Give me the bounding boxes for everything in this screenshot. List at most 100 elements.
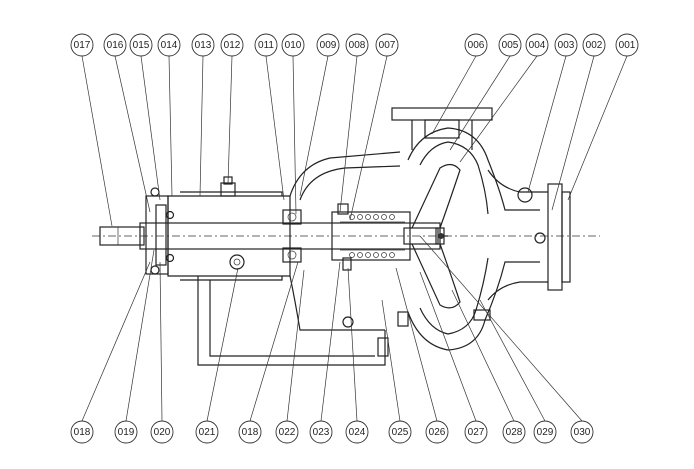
callout-010: 010 — [281, 33, 305, 57]
callout-bubble — [502, 420, 526, 444]
leader-line-002 — [551, 55, 595, 211]
callout-bubble — [70, 33, 94, 57]
callout-label: 007 — [379, 40, 396, 51]
callout-007: 007 — [375, 33, 399, 57]
callout-label: 018 — [242, 427, 259, 438]
callout-bubble — [238, 420, 262, 444]
callout-013: 013 — [191, 33, 215, 57]
callout-label: 003 — [558, 40, 575, 51]
callout-019: 019 — [114, 420, 138, 444]
callout-bubble — [70, 420, 94, 444]
bearing-housing — [167, 176, 302, 281]
callout-026: 026 — [425, 420, 449, 444]
leader-line-003 — [527, 55, 567, 193]
callout-label: 020 — [154, 427, 171, 438]
leader-line-013 — [199, 55, 204, 197]
callout-bubble — [375, 33, 399, 57]
callout-label: 024 — [349, 427, 366, 438]
callout-004: 004 — [525, 33, 549, 57]
leader-line-023 — [320, 261, 341, 422]
callout-bubble — [316, 33, 340, 57]
callout-002: 002 — [582, 33, 606, 57]
callout-label: 027 — [468, 427, 485, 438]
callout-017: 017 — [70, 33, 94, 57]
leader-line-017 — [81, 55, 113, 227]
callout-bubble — [103, 33, 127, 57]
callout-label: 022 — [279, 427, 296, 438]
pump-drawing-body — [92, 107, 600, 366]
callout-022: 022 — [275, 420, 299, 444]
callout-003: 003 — [554, 33, 578, 57]
callout-bubble — [554, 33, 578, 57]
callout-label: 004 — [529, 40, 546, 51]
callout-bubble — [114, 420, 138, 444]
leader-line-019 — [125, 249, 155, 422]
callout-label: 019 — [118, 427, 135, 438]
callout-008: 008 — [345, 33, 369, 57]
leader-line-029 — [479, 299, 546, 422]
leader-line-010 — [292, 55, 297, 215]
packing-rings — [349, 214, 395, 258]
leader-line-022 — [286, 269, 305, 422]
impeller — [403, 163, 461, 309]
leader-lines — [81, 55, 628, 422]
callout-bubble — [129, 33, 153, 57]
callout-012: 012 — [220, 33, 244, 57]
callout-bubble — [275, 420, 299, 444]
callout-label: 009 — [320, 40, 337, 51]
callout-016: 016 — [103, 33, 127, 57]
callout-bubble — [425, 420, 449, 444]
leader-line-004 — [459, 55, 538, 163]
callout-bubble — [498, 33, 522, 57]
leader-line-026 — [395, 267, 438, 422]
callout-025: 025 — [388, 420, 412, 444]
leader-line-030 — [419, 235, 583, 422]
leader-line-011 — [265, 55, 285, 201]
callout-020: 020 — [150, 420, 174, 444]
leader-line-024 — [347, 267, 358, 422]
callout-006: 006 — [464, 33, 488, 57]
callout-label: 028 — [506, 427, 523, 438]
leader-line-021 — [206, 267, 239, 422]
callout-bubble — [533, 420, 557, 444]
callout-bubble — [309, 420, 333, 444]
leader-line-005 — [449, 55, 511, 151]
callout-027: 027 — [464, 420, 488, 444]
callout-label: 016 — [107, 40, 124, 51]
callout-015: 015 — [129, 33, 153, 57]
callout-bubble — [345, 33, 369, 57]
callout-label: 005 — [502, 40, 519, 51]
callout-label: 026 — [429, 427, 446, 438]
leader-line-014 — [168, 55, 173, 197]
leader-line-001 — [567, 55, 628, 201]
volute-casing — [391, 107, 571, 351]
callout-029: 029 — [533, 420, 557, 444]
callout-bubble — [220, 33, 244, 57]
callout-009: 009 — [316, 33, 340, 57]
callout-bubble — [615, 33, 639, 57]
callout-bubble — [191, 33, 215, 57]
callout-bubble — [195, 420, 219, 444]
callout-bubble — [157, 33, 181, 57]
callout-label: 010 — [285, 40, 302, 51]
callout-label: 018 — [74, 427, 91, 438]
leader-line-006 — [431, 55, 477, 135]
callout-label: 029 — [537, 427, 554, 438]
callout-005: 005 — [498, 33, 522, 57]
leader-line-007 — [349, 55, 388, 221]
callout-bubble — [388, 420, 412, 444]
callout-label: 008 — [349, 40, 366, 51]
callout-018: 018 — [70, 420, 94, 444]
callout-bubble — [281, 33, 305, 57]
callout-label: 001 — [619, 40, 636, 51]
callout-018: 018 — [238, 420, 262, 444]
callout-label: 023 — [313, 427, 330, 438]
callout-bubble — [150, 420, 174, 444]
callout-label: 014 — [161, 40, 178, 51]
callout-bubble — [464, 33, 488, 57]
leader-line-025 — [381, 299, 401, 422]
callout-label: 030 — [574, 427, 591, 438]
callout-label: 011 — [258, 40, 274, 51]
